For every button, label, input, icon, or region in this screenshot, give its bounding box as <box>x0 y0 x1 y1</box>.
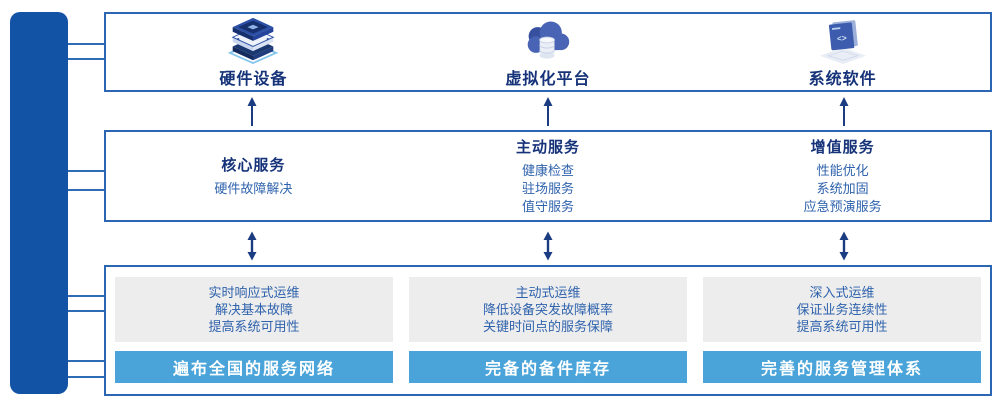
category-rail <box>10 12 68 394</box>
connector-line <box>68 360 105 362</box>
positioning-panel: 主动式运维 降低设备突发故障概率 关键时间点的服务保障 <box>409 277 687 343</box>
arrow-up-icon <box>247 97 257 126</box>
tech-direction-box: 硬件设备 虚拟化平台 <box>104 12 992 92</box>
service-title: 核心服务 <box>221 157 286 174</box>
server-stack-icon <box>227 17 279 64</box>
tech-col-virtualization: 虚拟化平台 <box>401 14 696 90</box>
tech-label-virtualization: 虚拟化平台 <box>505 70 591 88</box>
connector-line <box>68 376 105 378</box>
positioning-panel: 深入式运维 保证业务连续性 提高系统可用性 <box>703 277 981 343</box>
tech-label-software: 系统软件 <box>808 70 877 88</box>
product-content-box: 核心服务 硬件故障解决 主动服务 健康检查 驻场服务 值守服务 增值服务 性能优… <box>104 130 992 222</box>
tech-col-software: <> 系统软件 <box>695 14 990 90</box>
service-col-value-added: 增值服务 性能优化 系统加固 应急预演服务 <box>695 132 990 220</box>
code-window-icon: <> <box>819 19 866 64</box>
tech-label-hardware: 硬件设备 <box>219 70 288 88</box>
cloud-database-icon <box>527 21 570 59</box>
arrow-up-icon <box>839 97 849 126</box>
positioning-line: 提高系统可用性 <box>208 319 300 335</box>
arrow-up-icon <box>543 97 553 126</box>
service-item: 驻场服务 <box>522 181 575 196</box>
service-item: 值守服务 <box>522 199 575 214</box>
positioning-line: 深入式运维 <box>809 285 875 301</box>
service-title: 增值服务 <box>810 139 875 156</box>
advantage-bar: 完备的备件库存 <box>409 351 687 383</box>
connector-line <box>68 58 105 60</box>
service-col-core: 核心服务 硬件故障解决 <box>106 132 401 220</box>
arrow-double-vertical-icon <box>247 231 257 261</box>
positioning-box: 实时响应式运维 解决基本故障 提高系统可用性 遍布全国的服务网络 主动式运维 降… <box>104 265 992 396</box>
service-title: 主动服务 <box>516 139 581 156</box>
connector-line <box>68 43 105 45</box>
connector-line <box>68 189 105 191</box>
advantage-bar: 完善的服务管理体系 <box>703 351 981 383</box>
positioning-line: 保证业务连续性 <box>796 302 888 318</box>
positioning-line: 提高系统可用性 <box>796 319 888 335</box>
tech-col-hardware: 硬件设备 <box>106 14 401 90</box>
service-item: 硬件故障解决 <box>214 181 293 196</box>
svg-text:<>: <> <box>836 32 847 43</box>
arrow-double-vertical-icon <box>543 231 553 261</box>
positioning-panel: 实时响应式运维 解决基本故障 提高系统可用性 <box>115 277 393 343</box>
connector-line <box>68 310 105 312</box>
connector-line <box>68 295 105 297</box>
positioning-col-2: 主动式运维 降低设备突发故障概率 关键时间点的服务保障 完备的备件库存 <box>409 277 687 383</box>
connector-line <box>68 170 105 172</box>
service-item: 健康检查 <box>522 163 575 178</box>
positioning-col-1: 实时响应式运维 解决基本故障 提高系统可用性 遍布全国的服务网络 <box>115 277 393 383</box>
service-item: 系统加固 <box>816 181 869 196</box>
positioning-line: 关键时间点的服务保障 <box>482 319 613 335</box>
positioning-line: 降低设备突发故障概率 <box>482 302 613 318</box>
positioning-col-3: 深入式运维 保证业务连续性 提高系统可用性 完善的服务管理体系 <box>703 277 981 383</box>
positioning-line: 解决基本故障 <box>214 302 293 318</box>
service-item: 应急预演服务 <box>803 199 882 214</box>
service-item: 性能优化 <box>816 163 869 178</box>
positioning-line: 主动式运维 <box>515 285 581 301</box>
advantage-bar: 遍布全国的服务网络 <box>115 351 393 383</box>
service-col-proactive: 主动服务 健康检查 驻场服务 值守服务 <box>401 132 696 220</box>
positioning-line: 实时响应式运维 <box>208 285 300 301</box>
arrow-double-vertical-icon <box>839 231 849 261</box>
